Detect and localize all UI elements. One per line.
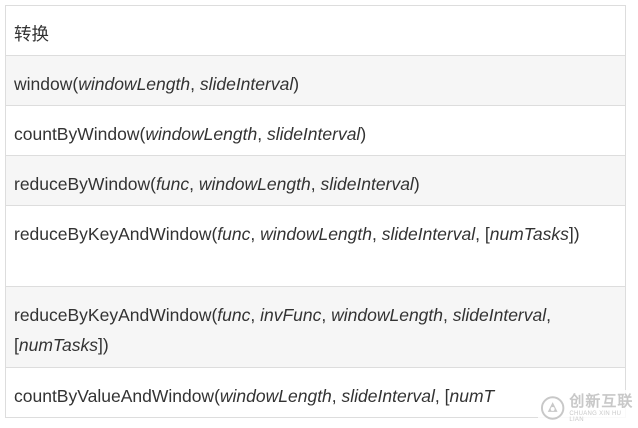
code-text: countByWindow( bbox=[14, 124, 146, 144]
param-text: func bbox=[156, 174, 190, 194]
code-text: , bbox=[331, 386, 342, 406]
param-text: windowLength bbox=[219, 386, 332, 406]
param-text: func bbox=[217, 224, 251, 244]
code-text: , bbox=[190, 74, 200, 94]
code-text: ]) bbox=[97, 335, 109, 355]
chuangxin-logo-icon bbox=[540, 396, 565, 420]
code-text: countByValueAndWindow( bbox=[14, 386, 220, 406]
param-text: slideInterval bbox=[381, 224, 476, 244]
table-row: reduceByWindow(func, windowLength, slide… bbox=[6, 156, 625, 206]
code-text: , [ bbox=[14, 305, 552, 355]
param-text: windowLength bbox=[145, 124, 258, 144]
code-text: ) bbox=[413, 174, 420, 194]
param-text: func bbox=[217, 305, 251, 325]
code-text: , bbox=[310, 174, 321, 194]
code-text: reduceByWindow( bbox=[14, 174, 156, 194]
param-text: slideInterval bbox=[341, 386, 435, 406]
header-label: 转换 bbox=[14, 24, 49, 44]
param-text: numT bbox=[449, 386, 495, 406]
code-text: , bbox=[321, 305, 332, 325]
param-text: slideInterval bbox=[320, 174, 414, 194]
param-text: numTasks bbox=[489, 224, 569, 244]
code-text: reduceByKeyAndWindow( bbox=[14, 224, 218, 244]
code-text: ) bbox=[293, 74, 300, 94]
watermark: 创新互联 CHUANG XIN HU LIAN bbox=[538, 390, 636, 426]
code-text: ) bbox=[360, 124, 367, 144]
param-text: windowLength bbox=[260, 224, 372, 244]
param-text: invFunc bbox=[260, 305, 322, 325]
code-text: , bbox=[443, 305, 453, 325]
param-text: windowLength bbox=[78, 74, 191, 94]
param-text: windowLength bbox=[331, 305, 444, 325]
table-row: countByValueAndWindow(windowLength, slid… bbox=[6, 368, 625, 417]
code-text: , bbox=[250, 305, 261, 325]
code-text: , [ bbox=[475, 224, 490, 244]
code-text: , [ bbox=[434, 386, 450, 406]
code-text: ]) bbox=[568, 224, 580, 244]
code-text: window( bbox=[14, 74, 79, 94]
table-row: reduceByKeyAndWindow(func, windowLength,… bbox=[6, 206, 625, 287]
table-row: countByWindow(windowLength, slideInterva… bbox=[6, 106, 625, 156]
param-text: slideInterval bbox=[199, 74, 294, 94]
watermark-text: 创新互联 CHUANG XIN HU LIAN bbox=[569, 394, 636, 423]
param-text: slideInterval bbox=[452, 305, 547, 325]
table-row: window(windowLength, slideInterval) bbox=[6, 56, 625, 106]
code-text: , bbox=[250, 224, 261, 244]
transformations-table: 转换 window(windowLength, slideInterval) c… bbox=[5, 5, 626, 418]
code-text: , bbox=[189, 174, 199, 194]
code-text: , bbox=[372, 224, 382, 244]
code-text: , bbox=[257, 124, 267, 144]
param-text: windowLength bbox=[198, 174, 311, 194]
table-header: 转换 bbox=[6, 6, 625, 56]
param-text: slideInterval bbox=[266, 124, 361, 144]
watermark-subtitle: CHUANG XIN HU LIAN bbox=[569, 410, 622, 423]
code-text: reduceByKeyAndWindow( bbox=[14, 305, 218, 325]
param-text: numTasks bbox=[18, 335, 98, 355]
watermark-title: 创新互联 bbox=[569, 392, 634, 410]
table-row: reduceByKeyAndWindow(func, invFunc, wind… bbox=[6, 287, 625, 368]
